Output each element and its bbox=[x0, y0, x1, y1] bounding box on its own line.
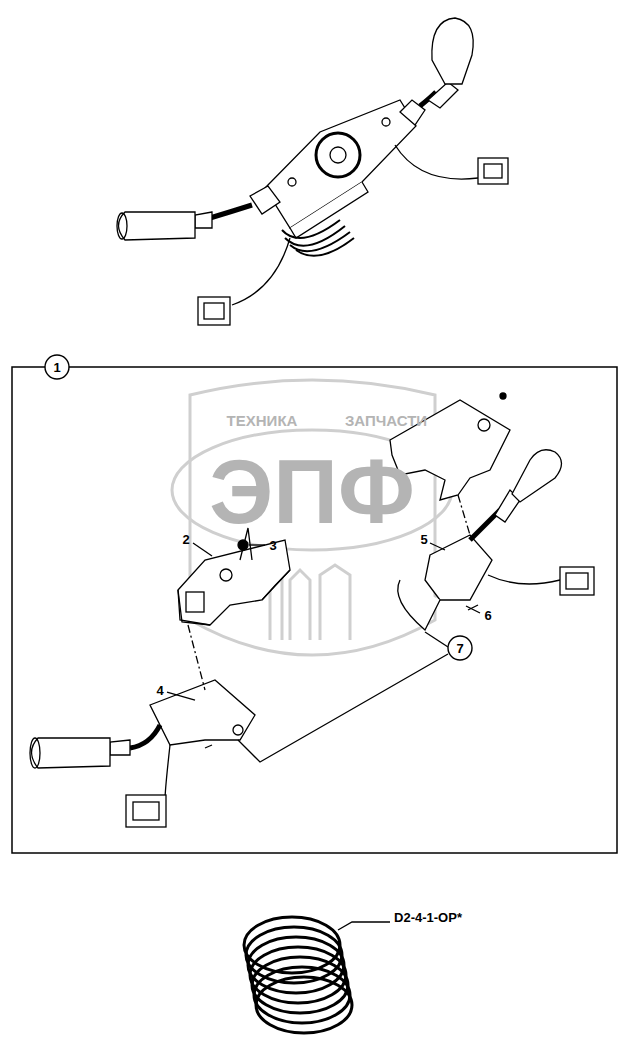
callout-number: 1 bbox=[53, 361, 60, 374]
callout-number: 5 bbox=[420, 533, 427, 546]
callout-number: 7 bbox=[456, 642, 463, 655]
watermark-logo: ЭПФ bbox=[209, 447, 415, 537]
watermark-text: ТЕХНИКА bbox=[227, 413, 298, 428]
callout-number: 6 bbox=[484, 609, 491, 622]
callout-circle: 7 bbox=[447, 635, 473, 661]
callout-number: 3 bbox=[269, 539, 276, 552]
callout-circle: 1 bbox=[44, 354, 70, 380]
callout-number: 2 bbox=[182, 533, 189, 546]
watermark-text: ЗАПЧАСТИ bbox=[345, 413, 427, 428]
callout-number: 4 bbox=[156, 684, 163, 697]
part-code: D2-4-1-OP* bbox=[394, 911, 462, 924]
